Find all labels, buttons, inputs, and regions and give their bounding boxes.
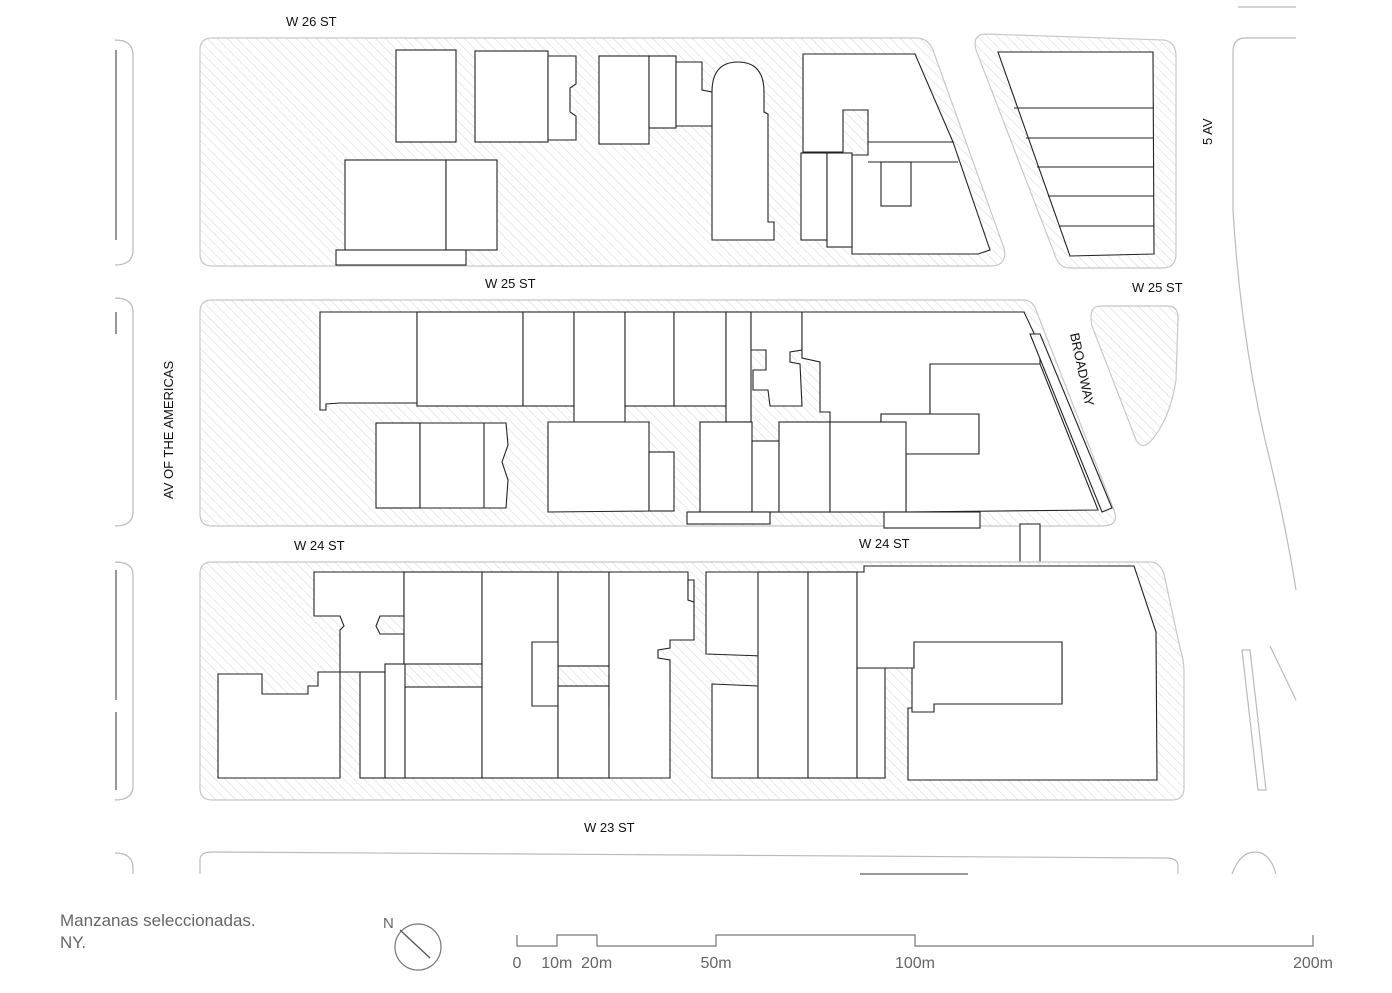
map-caption: Manzanas seleccionadas. NY. [60,910,256,954]
scale-label-50: 50m [700,955,731,972]
east-curbs [199,6,1297,875]
west-curbs [114,39,134,874]
caption-line-1: Manzanas seleccionadas. [60,911,256,930]
north-arrow: N [383,915,442,971]
street-label-w25-left: W 25 ST [485,276,536,291]
street-label-w25-right: W 25 ST [1132,280,1183,295]
street-label-broadway: BROADWAY [1067,332,1097,408]
block-w24-w23 [199,561,1185,801]
scale-label-100: 100m [895,955,935,972]
street-label-av-americas: AV OF THE AMERICAS [161,360,176,499]
scale-label-0: 0 [513,955,522,972]
street-label-5av: 5 AV [1200,118,1215,145]
block-w25-w24 [199,299,1117,529]
street-label-w24-right: W 24 ST [859,536,910,551]
scale-label-10: 10m [541,955,572,972]
street-label-w26: W 26 ST [286,14,337,29]
block-w26-w25 [199,37,1006,267]
street-label-w23: W 23 ST [584,820,635,835]
scale-label-20: 20m [581,955,612,972]
scale-bar: 0 10m 20m 50m 100m 200m [513,934,1333,972]
north-label: N [383,915,394,932]
scale-label-200: 200m [1293,955,1333,972]
caption-line-2: NY. [60,933,87,952]
traffic-island [1090,305,1179,447]
street-label-w24-left: W 24 ST [294,538,345,553]
block-triangle-5av [974,33,1177,269]
scale-bar-line [516,934,1314,947]
